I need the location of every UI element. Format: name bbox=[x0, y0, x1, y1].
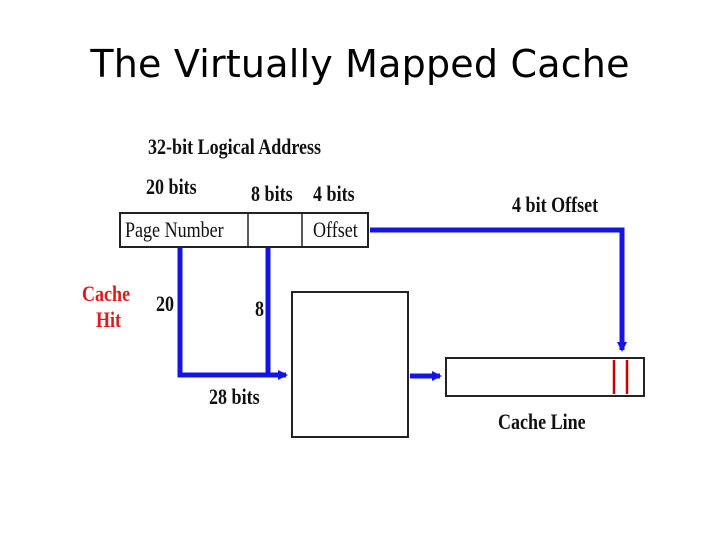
offset-4bit-label: 4 bit Offset bbox=[512, 192, 599, 217]
cache-line-label: Cache Line bbox=[498, 409, 586, 434]
bits-20-label: 20 bits bbox=[146, 174, 197, 199]
page-number-label: Page Number bbox=[125, 217, 224, 242]
num-20-label: 20 bbox=[156, 291, 175, 316]
logical-address-label: 32-bit Logical Address bbox=[148, 134, 322, 159]
cache-line-box bbox=[445, 357, 645, 397]
slide-title: The Virtually Mapped Cache bbox=[90, 42, 630, 86]
cache-hit-label-line2: Hit bbox=[96, 307, 122, 332]
tag-path-20 bbox=[177, 248, 288, 380]
address-register-box bbox=[119, 212, 369, 248]
num-8-label: 8 bbox=[255, 296, 265, 321]
offset-path bbox=[370, 227, 627, 352]
cache-hit-label-line1: Cache bbox=[82, 281, 131, 306]
cache-table-box bbox=[291, 291, 409, 438]
bits-4-label: 4 bits bbox=[313, 181, 355, 206]
offset-field-label: Offset bbox=[313, 217, 358, 242]
bits-28-label: 28 bits bbox=[209, 384, 260, 409]
bits-8-label: 8 bits bbox=[251, 181, 293, 206]
